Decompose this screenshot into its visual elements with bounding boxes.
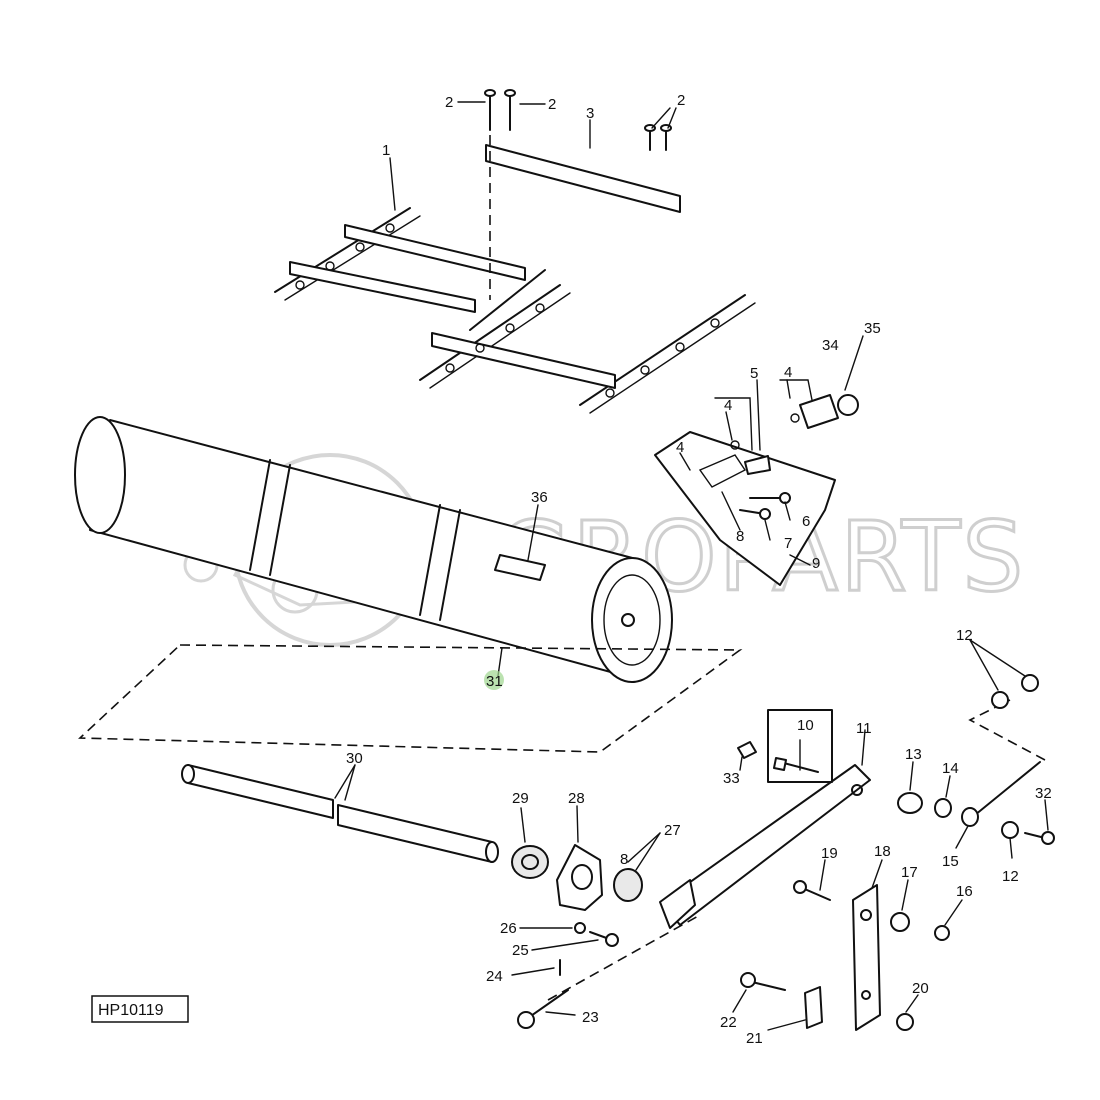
callout-4: 4 (676, 439, 684, 456)
callout-17: 17 (901, 864, 918, 881)
part-31-roller-drum (74, 416, 743, 753)
callout-2: 2 (548, 96, 556, 113)
highlight-dot (484, 670, 504, 690)
callout-36: 36 (531, 489, 548, 506)
part-17-nut (890, 912, 910, 932)
callout-26: 26 (500, 920, 517, 937)
callout-8: 8 (620, 851, 628, 868)
callout-31: 31 (486, 673, 503, 690)
slat-front (431, 332, 616, 389)
part-36-decal (494, 554, 546, 581)
part-16-nut (934, 925, 950, 941)
callout-20: 20 (912, 980, 929, 997)
callout-1: 1 (382, 142, 390, 159)
callout-16: 16 (956, 883, 973, 900)
part-10-box (767, 709, 833, 783)
callout-12: 12 (1002, 868, 1019, 885)
callout-2: 2 (677, 92, 685, 109)
callout-30: 30 (346, 750, 363, 767)
part-22-bolt (740, 972, 756, 988)
callout-4: 4 (784, 364, 792, 381)
figure-reference-label: HP10119 (98, 1002, 164, 1019)
part-3-slat-bar (485, 144, 681, 213)
part-14-washer (934, 798, 952, 818)
callout-5: 5 (750, 365, 758, 382)
slat-lower (289, 261, 476, 313)
part-32-bolt (1041, 831, 1055, 845)
callout-3: 3 (586, 105, 594, 122)
part-12-nut (991, 691, 1009, 709)
callout-25: 25 (512, 942, 529, 959)
callout-14: 14 (942, 760, 959, 777)
callout-18: 18 (874, 843, 891, 860)
callout-29: 29 (512, 790, 529, 807)
callout-7: 7 (784, 535, 792, 552)
part-19-bolt (793, 880, 807, 894)
callout-33: 33 (723, 770, 740, 787)
part-20-nut (896, 1013, 914, 1031)
callout-13: 13 (905, 746, 922, 763)
part-13-spacer (897, 792, 923, 814)
callout-19: 19 (821, 845, 838, 862)
callout-11: 11 (856, 720, 872, 737)
part-26-washer (574, 922, 586, 934)
callout-2: 2 (445, 94, 453, 111)
callout-34: 34 (822, 337, 839, 354)
part-33-nut (737, 741, 757, 759)
callout-labels: 2 2 2 3 1 35 34 5 4 4 4 6 7 8 9 36 31 30… (346, 92, 1052, 1047)
callout-28: 28 (568, 790, 585, 807)
part-11-arm (659, 674, 1055, 929)
callout-10: 10 (797, 717, 814, 734)
bolts-2 (484, 89, 672, 151)
part-9-bracket (654, 431, 836, 586)
callout-35: 35 (864, 320, 881, 337)
bearing-group (511, 844, 701, 1029)
part-25-bolt (605, 933, 619, 947)
part-18-link (740, 880, 950, 1031)
part-34-35-chain-links (730, 394, 859, 450)
part-15-eyebolt (974, 761, 1041, 816)
callout-9: 9 (812, 555, 820, 572)
part-23-pin (527, 989, 569, 1019)
part-29-bearing (511, 845, 549, 879)
callout-32: 32 (1035, 785, 1052, 802)
callout-23: 23 (582, 1009, 599, 1026)
callout-6: 6 (802, 513, 810, 530)
part-30-shaft (181, 764, 499, 863)
figure-reference: HP10119 (91, 995, 189, 1023)
callout-21: 21 (746, 1030, 763, 1047)
part-28-flange (556, 844, 603, 911)
callout-15: 15 (942, 853, 959, 870)
conveyor-chain-assembly (274, 89, 756, 414)
part-21-plate (804, 986, 823, 1029)
slat-upper (344, 224, 526, 281)
callout-27: 27 (664, 822, 681, 839)
part-27-collar (613, 868, 643, 902)
callout-22: 22 (720, 1014, 737, 1031)
callout-8: 8 (736, 528, 744, 545)
callout-4: 4 (724, 397, 732, 414)
callout-12: 12 (956, 627, 973, 644)
callout-24: 24 (486, 968, 503, 985)
